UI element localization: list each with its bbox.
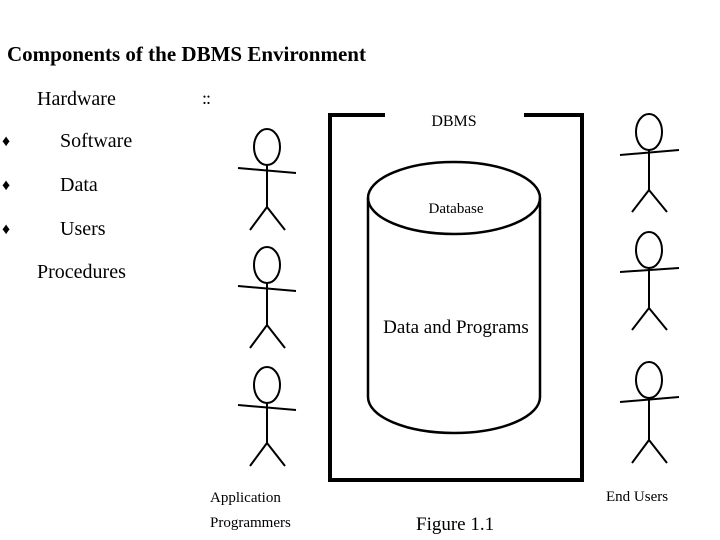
end-user-figure-3 — [619, 361, 680, 464]
list-item-procedures: Procedures — [37, 261, 126, 283]
diamond-bullet-icon: ♦ — [2, 177, 11, 194]
diamond-bullet-icon: ♦ — [2, 221, 11, 238]
application-programmer-figure-2 — [237, 246, 297, 349]
list-item-software: Software — [60, 130, 133, 152]
diamond-bullet-icon: ♦ — [2, 133, 11, 150]
dbms-label: DBMS — [431, 113, 476, 130]
dbms-box — [328, 113, 584, 482]
application-programmer-figure-1 — [237, 128, 297, 231]
slide-title: Components of the DBMS Environment — [7, 42, 366, 66]
list-item-users: Users — [60, 218, 106, 240]
list-item-hardware: Hardware — [37, 88, 116, 110]
end-user-figure-2 — [619, 231, 680, 331]
database-cylinder — [366, 160, 542, 435]
end-user-figure-1 — [619, 113, 680, 213]
application-programmers-label-line1: Application — [210, 490, 281, 506]
database-label: Database — [429, 201, 484, 217]
data-and-programs-label: Data and Programs — [383, 317, 529, 338]
dots-mark: :: — [202, 88, 211, 108]
application-programmer-figure-3 — [237, 366, 297, 467]
figure-caption: Figure 1.1 — [416, 514, 494, 535]
list-item-data: Data — [60, 174, 98, 196]
end-users-label: End Users — [606, 489, 668, 505]
application-programmers-label-line2: Programmers — [210, 515, 291, 531]
